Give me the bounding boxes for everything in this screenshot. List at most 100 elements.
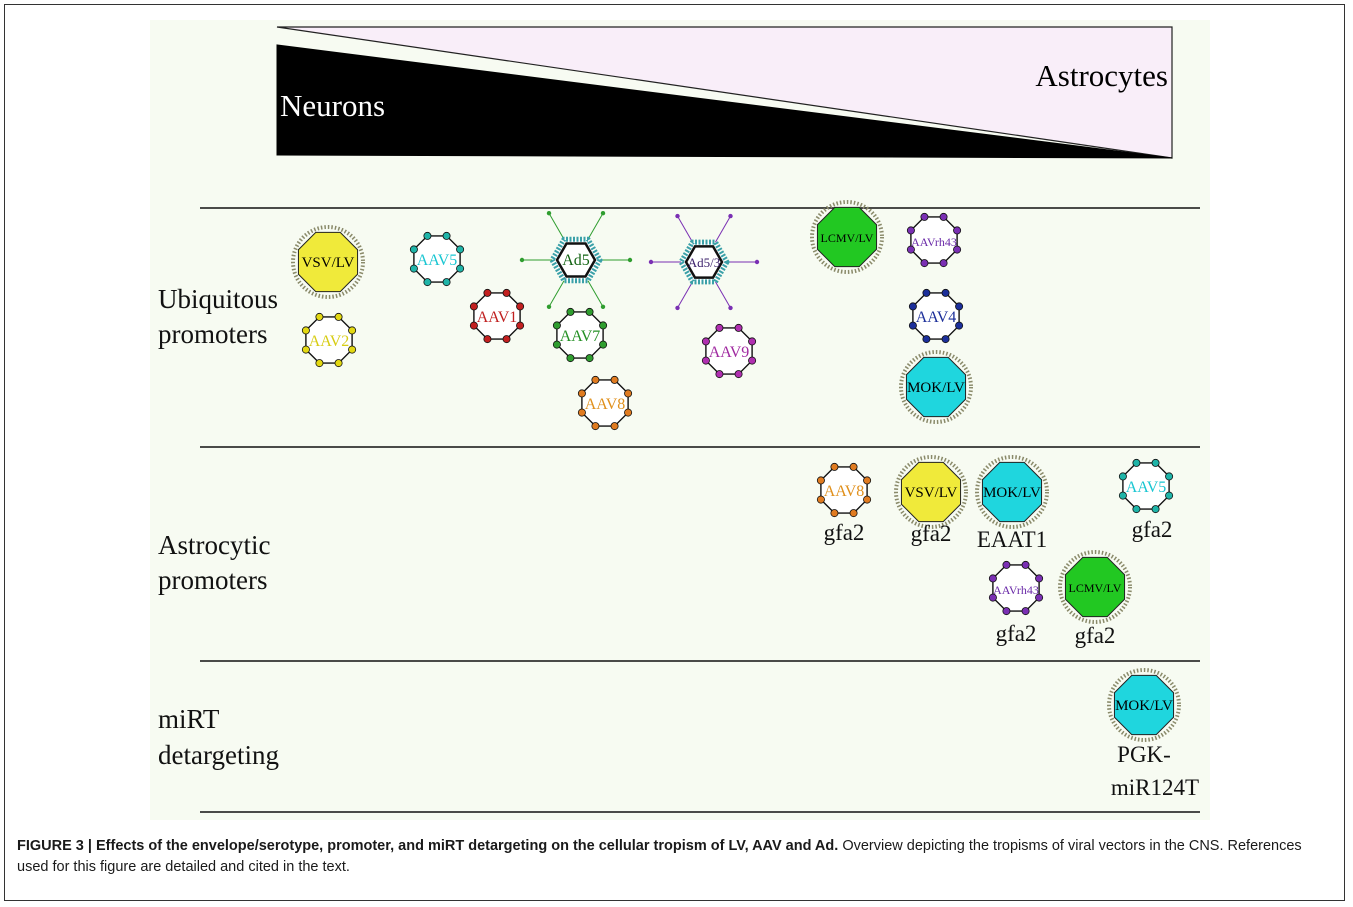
envelope-core <box>816 206 878 268</box>
capsid-dot <box>301 345 310 354</box>
capsid-dot <box>1021 560 1030 569</box>
capsid-dot <box>734 370 743 379</box>
envelope-core <box>1064 556 1126 618</box>
vector-name: AAV2 <box>309 333 350 350</box>
astrocytes-triangle <box>276 26 1173 159</box>
promoter-label: PGK- <box>1117 742 1171 767</box>
fiber <box>587 212 604 240</box>
vector-aav7: AAV7 <box>552 307 608 363</box>
fiber-knob <box>546 304 552 309</box>
fiber-knob <box>600 304 606 309</box>
capsid-dot <box>863 476 872 485</box>
section-label-mirt-line2: detargeting <box>158 740 279 770</box>
vector-name: MOK/LV <box>907 380 965 396</box>
capsid-dot <box>1151 505 1160 514</box>
caption-bold: FIGURE 3 | Effects of the envelope/serot… <box>17 838 839 854</box>
capsid-dot <box>953 245 962 254</box>
capsid-dot <box>922 335 931 344</box>
capsid-dot <box>456 264 465 273</box>
envelope-spikes <box>810 200 884 274</box>
figure-caption: FIGURE 3 | Effects of the envelope/serot… <box>17 836 1337 878</box>
capsid-dot <box>1118 472 1127 481</box>
section-label-astrocytic-line2: promoters <box>158 565 267 595</box>
capsid-dot <box>423 231 432 240</box>
neurons-triangle <box>276 44 1173 159</box>
vector-name: AAV5 <box>417 252 458 269</box>
capsid-dot <box>988 574 997 583</box>
capsid-dot <box>920 212 929 221</box>
capsid-dot <box>301 326 310 335</box>
fiber-knob <box>627 257 633 263</box>
envelope-core <box>900 461 962 523</box>
envelope-core <box>905 356 967 418</box>
capsid-dot <box>409 264 418 273</box>
capsid-dot <box>816 495 825 504</box>
capsid-dot <box>849 509 858 518</box>
capsid-dot <box>315 359 324 368</box>
capsid-dot <box>715 370 724 379</box>
capsid-dot <box>908 321 917 330</box>
capsid-dot <box>863 495 872 504</box>
promoter-label: gfa2 <box>1132 517 1173 542</box>
capsid-dot <box>348 326 357 335</box>
fiber-knob <box>728 305 733 311</box>
capsid-dot <box>624 408 633 417</box>
capsid-dot <box>591 375 600 384</box>
vector-name: LCMV/LV <box>1069 581 1122 595</box>
section-label-astrocytic: Astrocytic <box>158 530 270 560</box>
envelope-spikes <box>291 225 365 299</box>
envelope-core <box>1113 674 1175 736</box>
capsid-dot <box>939 212 948 221</box>
capsid-dot <box>315 312 324 321</box>
promoter-label: gfa2 <box>1075 623 1116 648</box>
promoter-label: gfa2 <box>911 521 952 546</box>
vector-name: Ad5 <box>562 252 590 269</box>
capsid-dot <box>566 307 575 316</box>
vector-vsv-lv: VSV/LV <box>894 455 968 529</box>
vector-name: AAVrh43 <box>993 583 1039 597</box>
capsid-dot <box>599 340 608 349</box>
vector-name: AAV4 <box>916 309 957 326</box>
fiber-knob <box>754 259 760 265</box>
vector-lcmv-lv: LCMV/LV <box>810 200 884 274</box>
vector-ad5: Ad5 <box>519 211 633 309</box>
capsid-dot <box>920 259 929 268</box>
vector-name: AAV8 <box>824 483 865 500</box>
promoter-label: miR124T <box>1111 775 1199 800</box>
capsid-dot <box>1165 472 1174 481</box>
fiber-knob <box>600 211 606 216</box>
capsid-dot <box>1002 560 1011 569</box>
vector-name: VSV/LV <box>302 255 355 271</box>
capsid-dot <box>715 323 724 332</box>
capsid-dot <box>830 509 839 518</box>
vector-aav5: AAV5 <box>409 231 465 287</box>
capsid-dot <box>908 302 917 311</box>
capsid-dot <box>748 356 757 365</box>
vector-ad5-3: Ad5/3 <box>648 213 760 311</box>
capsid-dot <box>906 245 915 254</box>
fiber <box>715 281 731 309</box>
capsid-dot <box>701 337 710 346</box>
vector-name: AAV7 <box>560 328 601 345</box>
fiber <box>677 215 693 243</box>
envelope-spikes <box>894 455 968 529</box>
capsid-dot <box>1165 491 1174 500</box>
fiber <box>677 281 693 309</box>
vector-glyphs: VSV/LVAAV2AAV5AAV1Ad5AAV7AAV8Ad5/3AAV9LC… <box>291 200 1199 800</box>
promoter-label: gfa2 <box>996 621 1037 646</box>
figure-frame <box>4 4 1345 901</box>
capsid-dot <box>456 245 465 254</box>
capsid-dot <box>1002 607 1011 616</box>
capsid-dot <box>516 321 525 330</box>
capsid-dot <box>502 288 511 297</box>
vector-aav5: AAV5 <box>1118 458 1174 514</box>
vector-name: AAV8 <box>585 396 626 413</box>
capsid-dot <box>906 226 915 235</box>
capsid-dot <box>552 340 561 349</box>
fiber-knob <box>648 259 654 265</box>
capsid-dot <box>469 321 478 330</box>
vector-aav2: AAV2 <box>301 312 357 368</box>
vector-name: AAV9 <box>709 344 750 361</box>
promoter-label: EAAT1 <box>977 527 1047 552</box>
